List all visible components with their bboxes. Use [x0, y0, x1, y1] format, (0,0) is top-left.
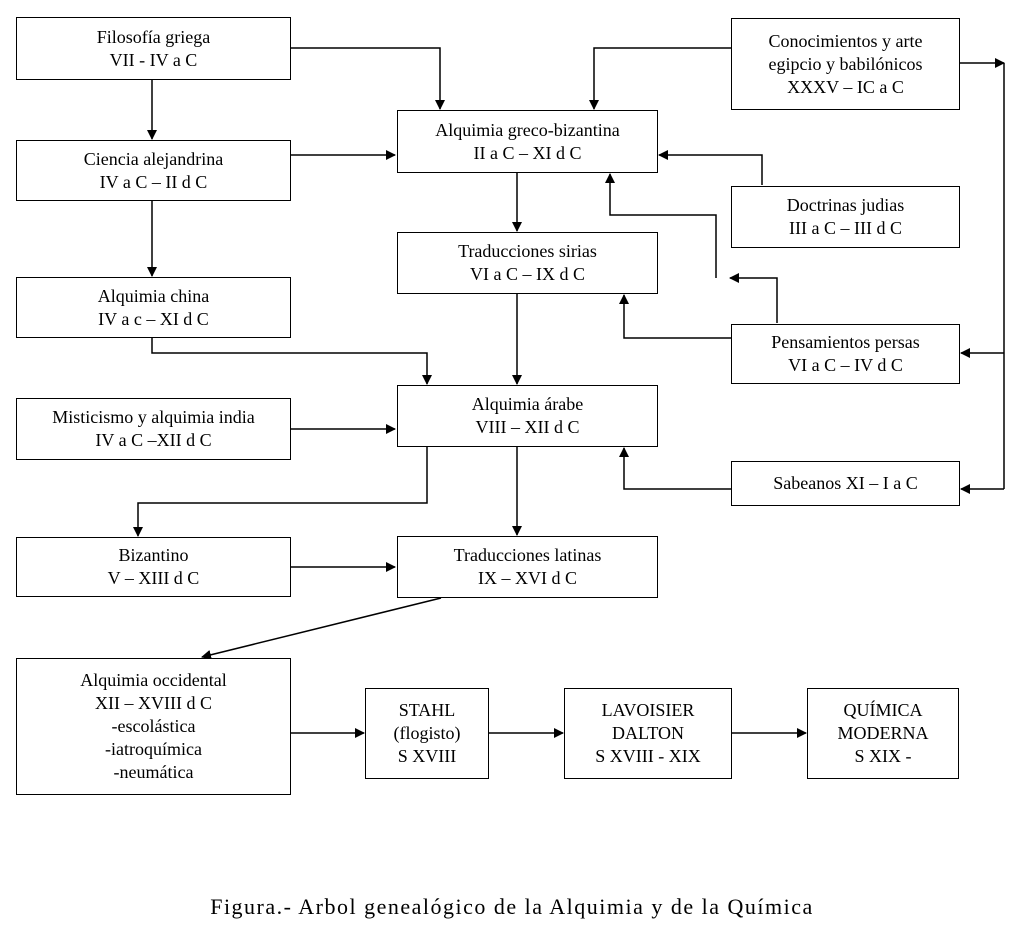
node-pensamientos-persas: Pensamientos persas VI a C – IV d C	[731, 324, 960, 384]
node-label: Filosofía griega	[96, 26, 211, 47]
arrow-egipcio-to-greco	[589, 47, 731, 110]
node-period: IX – XVI d C	[478, 568, 577, 588]
node-item: -neumática	[113, 762, 194, 782]
node-period: IV a C –XII d C	[95, 430, 212, 450]
node-label: Bizantino	[118, 545, 189, 565]
node-period: S XVIII	[397, 746, 457, 766]
arrow-judias-to-greco	[658, 150, 763, 185]
node-label: Alquimia china	[97, 285, 210, 306]
node-label: DALTON	[611, 723, 684, 743]
figure-caption: Figura.- Arbol genealógico de la Alquimi…	[210, 894, 814, 919]
node-alquimia-arabe: Alquimia árabe VIII – XII d C	[397, 385, 658, 447]
node-period: XXXV – IC a C	[787, 76, 904, 97]
node-alquimia-occidental: Alquimia occidental XII – XVIII d C -esc…	[16, 658, 291, 795]
node-alquimia-greco-bizantina: Alquimia greco-bizantina II a C – XI d C	[397, 110, 658, 173]
node-ciencia-alejandrina: Ciencia alejandrina IV a C – II d C	[16, 140, 291, 201]
node-label: Traducciones latinas	[453, 545, 602, 565]
node-period: IV a C – II d C	[99, 171, 208, 192]
arrow-sabeanos-to-arabe	[619, 447, 731, 490]
arrow-persas-to-greco	[605, 173, 717, 278]
node-label: Misticismo y alquimia india	[52, 407, 255, 427]
node-period: S XIX -	[854, 746, 912, 766]
node-item: -escolástica	[111, 716, 196, 736]
node-quimica-moderna: QUÍMICA MODERNA S XIX -	[807, 688, 959, 779]
node-period: VI a C – IV d C	[788, 355, 903, 375]
node-label: Doctrinas judias	[786, 195, 905, 215]
node-alquimia-china: Alquimia china IV a c – XI d C	[16, 277, 291, 338]
node-sabeanos: Sabeanos XI – I a C	[731, 461, 960, 506]
node-period: IV a c – XI d C	[98, 308, 209, 329]
node-period: V – XIII d C	[107, 568, 200, 588]
node-period: S XVIII - XIX	[595, 746, 701, 766]
node-label: Alquimia occidental	[80, 670, 227, 690]
node-label: QUÍMICA	[843, 700, 923, 720]
node-item: -iatroquímica	[105, 739, 202, 759]
node-label: Sabeanos XI – I a C	[773, 473, 918, 493]
node-filosofia-griega: Filosofía griega VII - IV a C	[16, 17, 291, 80]
node-label: egipcio y babilónicos	[768, 53, 923, 74]
arrow-persas-to-sirias	[619, 294, 731, 339]
node-label: Conocimientos y arte	[768, 30, 923, 51]
node-label: Traducciones sirias	[458, 241, 597, 261]
node-stahl: STAHL (flogisto) S XVIII	[365, 688, 489, 779]
node-label: Alquimia árabe	[471, 394, 584, 414]
arrow-filosofia-to-greco	[291, 47, 445, 110]
arrow-persas-to-judias	[729, 273, 778, 323]
node-label: LAVOISIER	[601, 700, 695, 720]
node-label: STAHL	[398, 700, 456, 720]
node-period: VIII – XII d C	[475, 417, 580, 437]
arrow-latinas-to-occidental	[201, 597, 442, 660]
node-period: VII - IV a C	[109, 49, 198, 70]
node-traducciones-sirias: Traducciones sirias VI a C – IX d C	[397, 232, 658, 294]
node-label: Alquimia greco-bizantina	[435, 119, 620, 140]
arrow-china-to-arabe	[151, 338, 432, 385]
node-misticismo-india: Misticismo y alquimia india IV a C –XII …	[16, 398, 291, 460]
node-label: Ciencia alejandrina	[83, 148, 224, 169]
node-label: Pensamientos persas	[771, 332, 920, 352]
arrow-arabe-bizantino	[133, 438, 432, 537]
node-period: II a C – XI d C	[473, 142, 582, 163]
node-conocimientos-egipcio: Conocimientos y arte egipcio y babilónic…	[731, 18, 960, 110]
node-traducciones-latinas: Traducciones latinas IX – XVI d C	[397, 536, 658, 598]
node-label: MODERNA	[837, 723, 929, 743]
node-period: VI a C – IX d C	[470, 264, 585, 284]
node-lavoisier-dalton: LAVOISIER DALTON S XVIII - XIX	[564, 688, 732, 779]
node-period: XII – XVIII d C	[95, 693, 212, 713]
node-bizantino: Bizantino V – XIII d C	[16, 537, 291, 597]
node-doctrinas-judias: Doctrinas judias III a C – III d C	[731, 186, 960, 248]
node-period: III a C – III d C	[789, 218, 902, 238]
node-label: (flogisto)	[393, 723, 461, 743]
